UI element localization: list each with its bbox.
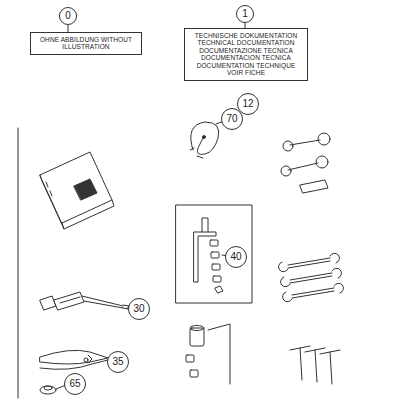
callout-circle: 70	[221, 108, 243, 130]
label-text: 70	[226, 113, 237, 125]
kit-frame	[176, 205, 252, 303]
callout-circle: 0	[59, 7, 77, 25]
small-part	[40, 385, 66, 394]
callout-circle: 1	[236, 5, 254, 23]
open-spanners	[279, 253, 344, 302]
callout-circle: 40	[225, 246, 247, 268]
callout-circle: 35	[107, 351, 129, 373]
socket-tools	[186, 324, 230, 384]
label-text: 0	[65, 10, 71, 22]
callout-circle: 30	[128, 298, 150, 320]
ring-spanners	[281, 133, 330, 193]
label-text: 35	[112, 356, 123, 368]
note-box: TECHNISCHE DOKUMENTATION TECHNICAL DOCUM…	[184, 28, 308, 81]
label-text: 65	[69, 378, 80, 390]
pliers	[40, 350, 108, 369]
label-text: OHNE ABBILDUNG WITHOUT ILLUSTRATION	[35, 36, 137, 51]
label-text: 30	[133, 303, 144, 315]
callout-circle: 65	[64, 373, 86, 395]
screwdriver	[40, 292, 129, 310]
t-wrenches	[290, 346, 340, 384]
label-text: 1	[242, 8, 248, 20]
label-text: TECHNISCHE DOKUMENTATION TECHNICAL DOCUM…	[189, 32, 303, 77]
cable-loop	[190, 122, 219, 158]
allen-key-set	[194, 218, 223, 293]
group-bracket	[18, 128, 19, 398]
note-box: OHNE ABBILDUNG WITHOUT ILLUSTRATION	[30, 32, 142, 55]
owner-manual	[40, 152, 114, 229]
leader-line	[68, 25, 69, 32]
label-text: 12	[242, 98, 253, 110]
label-text: 40	[230, 251, 241, 263]
